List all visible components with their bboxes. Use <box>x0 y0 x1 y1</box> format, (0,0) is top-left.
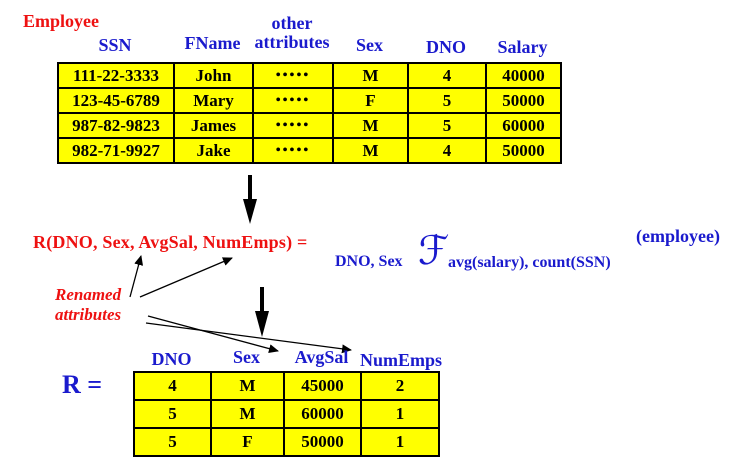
employee-cell-salary: 50000 <box>485 137 562 164</box>
flow-down-arrow-top <box>243 175 257 224</box>
renamed-attributes-annotation: Renamed attributes <box>55 285 121 325</box>
employee-cell-ssn: 987-82-9823 <box>57 112 175 139</box>
employee-cell-dno: 4 <box>407 137 487 164</box>
employee-cell-other: ••••• <box>252 112 334 139</box>
employee-row: 982-71-9927 Jake ••••• M 4 50000 <box>57 137 562 164</box>
employee-cell-dno: 5 <box>407 112 487 139</box>
result-cell-numemps: 2 <box>360 371 440 401</box>
result-cell-numemps: 1 <box>360 427 440 457</box>
employee-cell-other: ••••• <box>252 87 334 114</box>
employee-row: 987-82-9823 James ••••• M 5 60000 <box>57 112 562 139</box>
result-cell-avgsal: 45000 <box>283 371 362 401</box>
employee-row: 111-22-3333 John ••••• M 4 40000 <box>57 62 562 89</box>
employee-cell-fname: John <box>173 62 254 89</box>
employee-cell-dno: 4 <box>407 62 487 89</box>
renamed-annotation-line1: Renamed <box>55 285 122 304</box>
formula-relation-operand: (employee) <box>636 226 720 246</box>
employee-cell-sex: M <box>332 112 409 139</box>
employee-row: 123-45-6789 Mary ••••• F 5 50000 <box>57 87 562 114</box>
formula-groupby-subscript: DNO, Sex <box>335 253 403 270</box>
pointer-arrow-to-result-numemps <box>145 322 352 354</box>
employee-column-header-sex: Sex <box>356 35 383 55</box>
result-cell-dno: 5 <box>133 427 212 457</box>
result-row: 5 M 60000 1 <box>133 399 440 429</box>
result-cell-sex: F <box>210 427 285 457</box>
result-table: 4 M 45000 2 5 M 60000 1 5 F 50000 1 <box>133 371 440 457</box>
employee-cell-other: ••••• <box>252 62 334 89</box>
result-column-header-numemps: NumEmps <box>360 350 443 370</box>
employee-column-header-salary: Salary <box>497 37 548 57</box>
employee-cell-salary: 50000 <box>485 87 562 114</box>
pointer-arrow-to-formula-avgsal <box>129 255 144 298</box>
result-cell-avgsal: 60000 <box>283 399 362 429</box>
script-f-aggregate-symbol: ℱ <box>418 228 450 274</box>
employee-cell-salary: 60000 <box>485 112 562 139</box>
employee-cell-dno: 5 <box>407 87 487 114</box>
employee-cell-sex: M <box>332 62 409 89</box>
flow-down-arrow-middle <box>255 287 269 337</box>
pointer-arrow-to-result-avgsal <box>147 315 279 354</box>
formula-aggregate-subscript: avg(salary), count(SSN) <box>448 254 611 271</box>
employee-cell-ssn: 111-22-3333 <box>57 62 175 89</box>
employee-cell-sex: M <box>332 137 409 164</box>
employee-cell-fname: Mary <box>173 87 254 114</box>
employee-cell-sex: F <box>332 87 409 114</box>
result-cell-sex: M <box>210 399 285 429</box>
employee-table: 111-22-3333 John ••••• M 4 40000 123-45-… <box>57 62 562 164</box>
employee-cell-other: ••••• <box>252 137 334 164</box>
result-row: 4 M 45000 2 <box>133 371 440 401</box>
result-cell-dno: 5 <box>133 399 212 429</box>
formula-lhs: R(DNO, Sex, AvgSal, NumEmps) = <box>33 232 308 252</box>
result-cell-dno: 4 <box>133 371 212 401</box>
result-column-header-sex: Sex <box>233 347 260 367</box>
result-cell-numemps: 1 <box>360 399 440 429</box>
result-row: 5 F 50000 1 <box>133 427 440 457</box>
employee-column-header-other-line2: attributes <box>254 32 330 52</box>
result-cell-avgsal: 50000 <box>283 427 362 457</box>
employee-column-header-other-line1: other <box>271 13 313 33</box>
employee-table-title: Employee <box>23 11 99 31</box>
result-relation-label: R = <box>62 370 103 399</box>
employee-column-header-fname: FName <box>184 33 241 53</box>
employee-column-header-ssn: SSN <box>98 35 132 55</box>
employee-cell-ssn: 982-71-9927 <box>57 137 175 164</box>
renamed-pointer-arrows <box>129 255 352 354</box>
result-column-header-avgsal: AvgSal <box>294 347 349 367</box>
pointer-arrow-to-formula-numemps <box>139 257 233 298</box>
employee-column-header-dno: DNO <box>426 37 466 57</box>
renamed-annotation-line2: attributes <box>55 305 122 324</box>
result-column-header-dno: DNO <box>151 349 192 369</box>
employee-cell-fname: James <box>173 112 254 139</box>
employee-cell-ssn: 123-45-6789 <box>57 87 175 114</box>
employee-column-header-other-attributes: other attributes <box>240 14 344 52</box>
employee-cell-salary: 40000 <box>485 62 562 89</box>
employee-cell-fname: Jake <box>173 137 254 164</box>
result-cell-sex: M <box>210 371 285 401</box>
